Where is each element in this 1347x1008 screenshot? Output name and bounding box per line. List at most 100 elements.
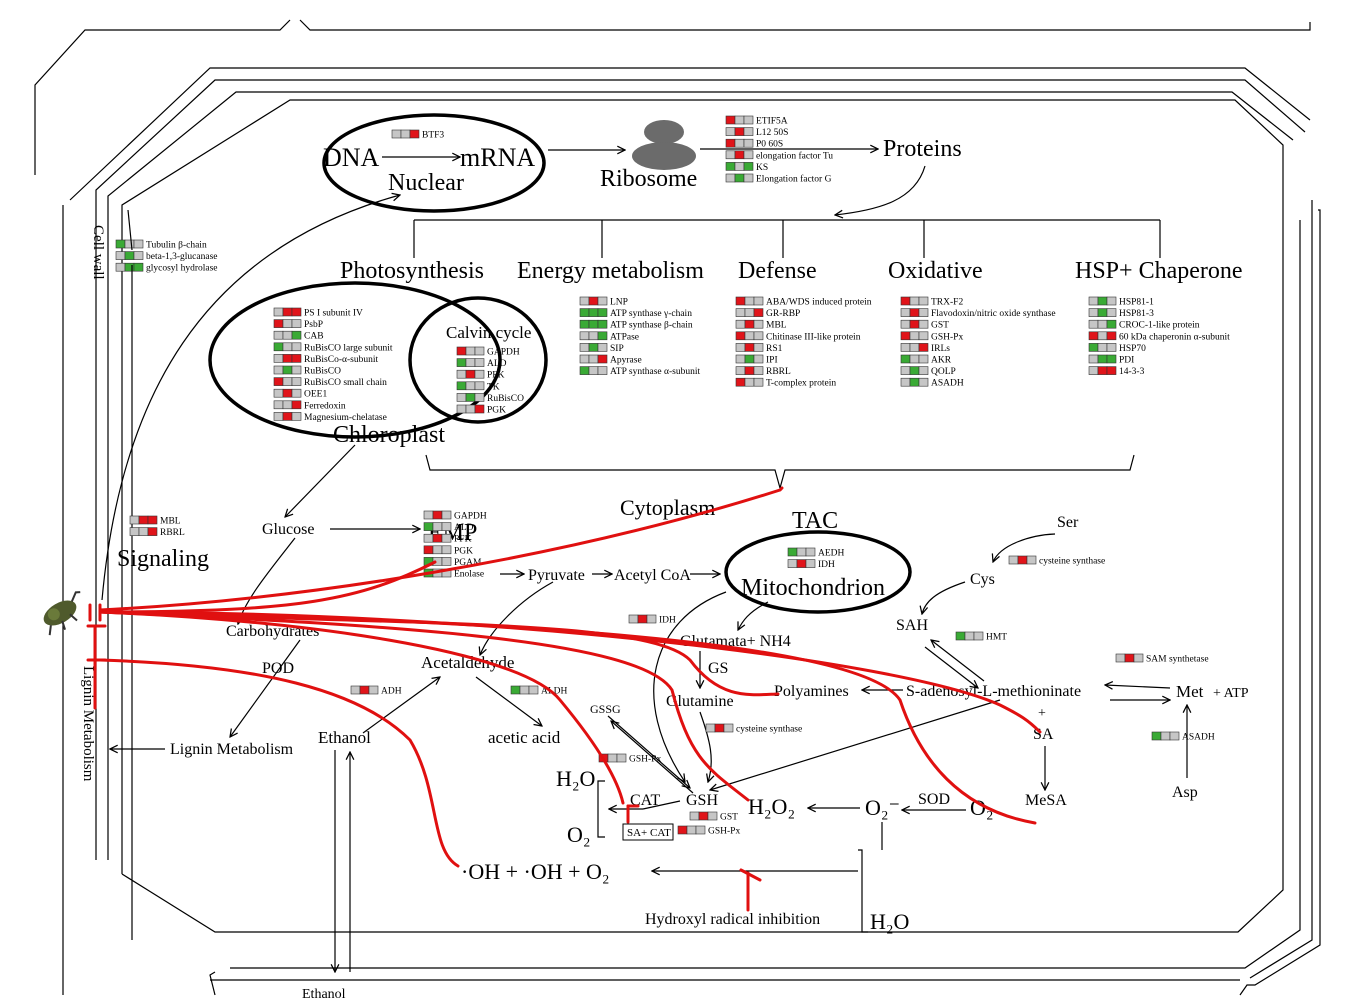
expression-cell — [805, 547, 816, 557]
expression-cell — [350, 685, 361, 695]
expression-cell — [1160, 731, 1171, 741]
expression-cell — [744, 343, 755, 352]
legend-hmt: HMT — [955, 631, 1007, 643]
mesa-label: MeSA — [1025, 792, 1067, 809]
protein-label: Enolase — [454, 570, 484, 580]
protein-label: ASADH — [931, 379, 964, 389]
acetic-acid-label: acetic acid — [488, 728, 561, 747]
protein-label: MBL — [160, 517, 181, 527]
expression-cell — [787, 559, 798, 568]
mitochondrion-label: Mitochondrion — [741, 575, 885, 601]
protein-label: T-complex protein — [766, 379, 836, 389]
expression-cell — [735, 331, 746, 341]
sa-cat-label: SA+ CAT — [627, 827, 671, 839]
expression-cell — [735, 366, 746, 375]
expression-cell — [1106, 343, 1117, 352]
protein-label: RuBisCO — [487, 394, 524, 404]
expression-cell — [359, 685, 370, 695]
expression-cell — [124, 239, 135, 249]
expression-cell — [1088, 296, 1099, 306]
expression-cell — [1026, 555, 1037, 565]
expression-cell — [909, 354, 920, 364]
expression-cell — [474, 393, 485, 402]
expression-cell — [753, 366, 764, 375]
expression-cell — [689, 811, 700, 821]
protein-label: LNP — [610, 298, 628, 308]
expression-cell — [744, 319, 755, 329]
expression-cell — [607, 753, 618, 763]
glutamine-label: Glutamine — [666, 693, 734, 710]
expression-cell — [909, 308, 920, 317]
dna-label: DNA — [323, 143, 380, 172]
protein-label: AKR — [931, 356, 952, 366]
protein-label: SAM synthetase — [1146, 655, 1209, 665]
expression-cell — [115, 262, 126, 272]
expression-cell — [1088, 308, 1099, 317]
acetaldehyde-label: Acetaldehyde — [421, 653, 514, 672]
cytoplasm-label: Cytoplasm — [620, 495, 715, 520]
expression-cell — [918, 377, 929, 387]
expression-cell — [964, 631, 975, 641]
hydroxyl-inhibition-label: Hydroxyl radical inhibition — [645, 911, 820, 928]
expression-cell — [456, 404, 467, 414]
protein-label: 60 kDa chaperonin α-subunit — [1119, 332, 1230, 342]
expression-cell — [1106, 331, 1117, 341]
protein-label: AEDH — [818, 549, 845, 559]
signaling-label: Signaling — [117, 546, 209, 572]
expression-cell — [474, 346, 485, 356]
expression-cell — [441, 557, 452, 566]
ribosome-label: Ribosome — [600, 166, 697, 192]
expression-cell — [616, 753, 627, 763]
protein-label: ATP synthase γ-chain — [610, 309, 692, 319]
oxidative-label: Oxidative — [888, 258, 983, 284]
expression-cell — [432, 510, 443, 520]
expression-cell — [1017, 555, 1028, 565]
expression-cell — [465, 381, 476, 391]
expression-cell — [597, 319, 608, 329]
expression-cell — [1097, 308, 1108, 317]
expression-cell — [129, 527, 140, 536]
protein-label: glycosyl hydrolase — [146, 264, 218, 274]
expression-cell — [133, 239, 144, 249]
expression-cell — [391, 129, 402, 139]
expression-cell — [1106, 366, 1117, 375]
expression-cell — [1115, 653, 1126, 663]
expression-cell — [734, 150, 745, 160]
pyruvate-label: Pyruvate — [528, 567, 585, 584]
expression-cell — [423, 522, 434, 531]
expression-cell — [1097, 366, 1108, 375]
protein-label: Tubulin β-chain — [146, 241, 207, 251]
legend-defense: ABA/WDS induced proteinGR-RBPMBLChitinas… — [735, 296, 872, 389]
protein-label: ALDH — [541, 687, 568, 697]
lignin-metabolism-label: Lignin Metabolism — [170, 741, 294, 758]
sod-label: SOD — [918, 791, 950, 808]
expression-cell — [918, 296, 929, 306]
plus-label: + — [1038, 706, 1046, 721]
expression-cell — [465, 369, 476, 379]
legend-gsh-px-2: GSH-Px — [677, 825, 740, 837]
legend-gsh-px-1: GSH-Px — [598, 753, 661, 765]
expression-cell — [291, 307, 302, 317]
polyamines-label: Polyamines — [774, 683, 849, 700]
expression-cell — [628, 614, 639, 624]
expression-cell — [597, 354, 608, 364]
mrna-label: mRNA — [460, 143, 535, 172]
expression-cell — [753, 343, 764, 352]
expression-cell — [282, 400, 293, 410]
expression-cell — [743, 150, 754, 160]
expression-cell — [1097, 296, 1108, 306]
ethanol-bottom-label: Ethanol — [302, 987, 346, 1002]
expression-cell — [744, 366, 755, 375]
expression-cell — [465, 358, 476, 367]
expression-cell — [796, 559, 807, 568]
expression-cell — [588, 319, 599, 329]
lignin-metabolism-vertical-label: Lignin Metabolism — [80, 666, 96, 782]
protein-label: PFK — [487, 371, 505, 381]
protein-label: beta-1,3-glucanase — [146, 252, 217, 262]
protein-label: IPI — [766, 356, 778, 366]
protein-label: P0 60S — [756, 140, 783, 150]
